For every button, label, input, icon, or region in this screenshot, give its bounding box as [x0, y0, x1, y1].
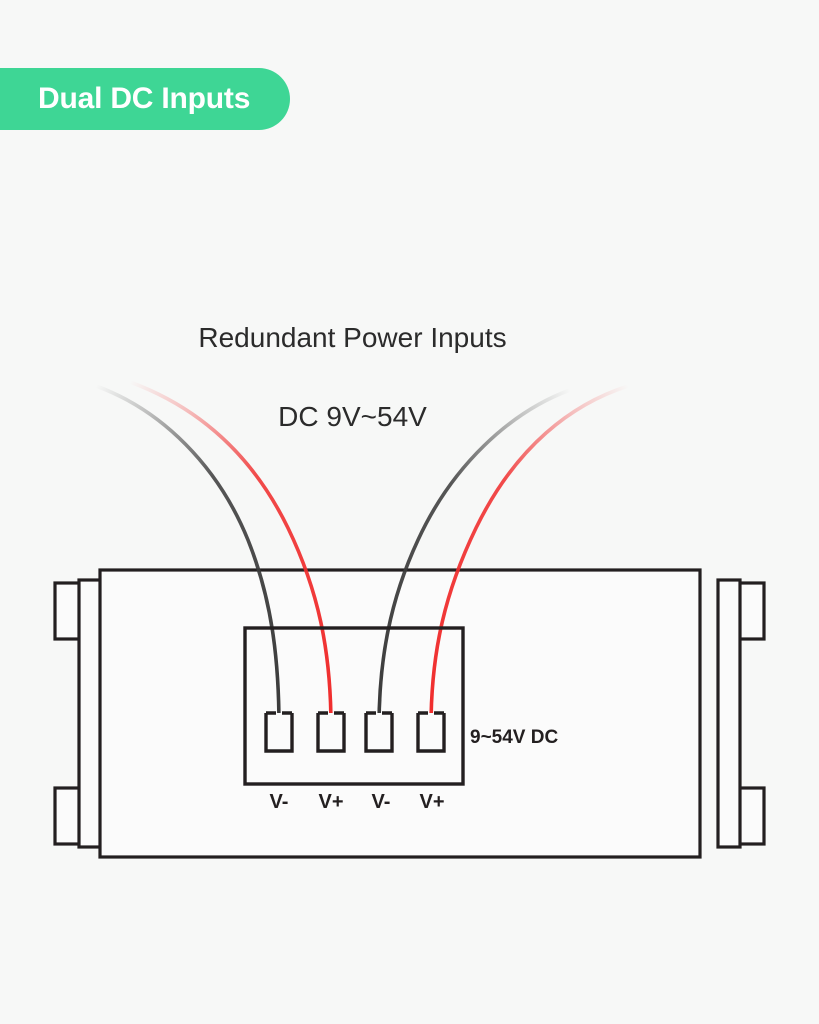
terminal-socket-4[interactable]	[416, 713, 446, 753]
terminal-labels: V- V+ V- V+	[270, 791, 445, 813]
badge-label: Dual DC Inputs	[38, 82, 251, 115]
mounting-bracket-right	[716, 578, 742, 849]
mounting-ears	[53, 578, 766, 849]
terminal-block	[243, 626, 465, 786]
terminal-socket-3[interactable]	[364, 713, 394, 753]
mounting-bracket-left	[77, 578, 103, 849]
terminal-socket-1[interactable]	[264, 713, 294, 753]
terminal-label-2: V+	[318, 791, 343, 813]
section-badge: Dual DC Inputs	[0, 68, 291, 130]
wire-1-negative	[94, 384, 281, 729]
wire-2-positive	[128, 380, 333, 729]
terminal-label-4: V+	[419, 791, 444, 813]
dc-input-wires	[94, 380, 630, 729]
wire-4-positive	[429, 384, 630, 729]
heading-line-2: DC 9V~54V	[278, 401, 427, 433]
device-body	[98, 568, 702, 859]
terminal-label-3: V-	[372, 791, 391, 813]
wire-3-negative	[377, 388, 572, 729]
heading-line-1: Redundant Power Inputs	[198, 321, 507, 353]
terminal-label-1: V-	[270, 791, 289, 813]
terminal-socket-2[interactable]	[316, 713, 346, 753]
voltage-range-label: 9~54V DC	[470, 727, 558, 748]
terminal-sockets	[264, 711, 446, 753]
diagram-heading: Redundant Power Inputs DC 9V~54V	[0, 278, 705, 477]
